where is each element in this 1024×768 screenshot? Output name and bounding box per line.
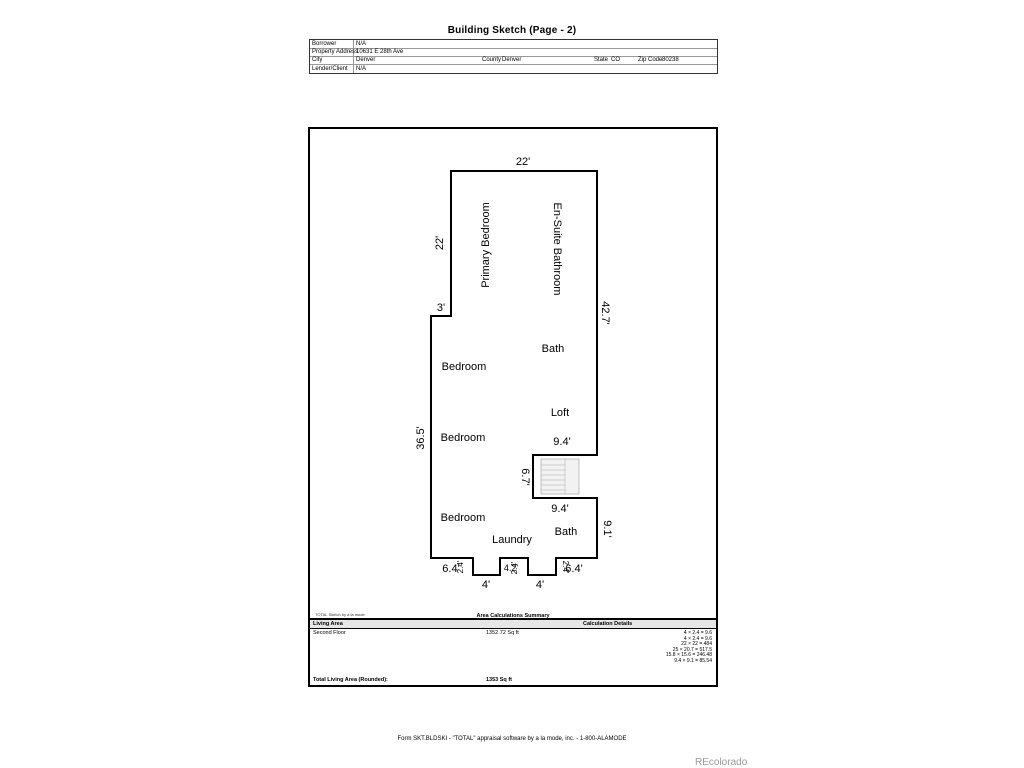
stair-treads — [541, 459, 566, 494]
room-loft: Loft — [551, 407, 569, 419]
dim-bay-left-width: 4' — [482, 579, 490, 591]
calc-line: 22 × 22 = 484 — [681, 641, 712, 648]
sketch-credit: TOTAL Sketch by a la mode — [315, 612, 365, 617]
state-value: CO — [611, 57, 620, 63]
dim-bay-left-depth: 2.4' — [456, 560, 465, 573]
city-value: Denver — [356, 57, 376, 63]
total-value: 1353 Sq ft — [486, 677, 512, 683]
room-bedroom-2: Bedroom — [441, 432, 486, 444]
county-label: County — [482, 57, 502, 63]
city-row: City Denver County Denver State CO Zip C… — [310, 56, 717, 65]
dim-bay-mid-depth: 2.4' — [510, 561, 519, 574]
lender-value: N/A — [356, 66, 367, 72]
borrower-row: Borrower N/A — [310, 40, 717, 49]
dim-stair-bottom: 9.4' — [551, 503, 568, 515]
zip-value: 80238 — [662, 57, 679, 63]
borrower-value: N/A — [356, 41, 367, 47]
summary-title: Area Calculations Summary — [476, 613, 550, 619]
dim-bay-mid-left: 4.2' — [504, 563, 519, 573]
room-bath-1: Bath — [542, 343, 565, 355]
floor-plan: Primary Bedroom En-Suite Bathroom Bath B… — [415, 156, 613, 591]
area-summary: Area Calculations Summary Living Area Ca… — [310, 613, 716, 685]
floor-area-value: 1352.72 Sq ft — [486, 630, 519, 636]
dim-bay-right-depth: 2.4' — [561, 561, 570, 574]
room-ensuite-bathroom: En-Suite Bathroom — [551, 203, 563, 296]
stairs-icon — [540, 458, 580, 495]
dim-stair-top: 9.4' — [553, 436, 570, 448]
city-label: City — [312, 57, 323, 63]
property-info-table: Borrower N/A Property Address 10631 E 28… — [309, 39, 718, 74]
dim-bay-right-width: 4' — [536, 579, 544, 591]
floor-plan-outline — [430, 170, 598, 576]
form-footer: Form SKT.BLDSKI - "TOTAL" appraisal soft… — [397, 736, 627, 742]
watermark: REcolorado — [695, 757, 748, 768]
calc-line: 4 × 2.4 = 9.6 — [683, 635, 712, 642]
col-calculation-details: Calculation Details — [583, 621, 633, 627]
address-label: Property Address — [312, 49, 359, 55]
page-title: Building Sketch (Page - 2) — [447, 25, 577, 36]
dim-left-upper: 22' — [434, 236, 446, 250]
floor-label: Second Floor — [313, 630, 346, 636]
calc-line: 9.4 × 9.1 = 85.54 — [674, 657, 712, 664]
address-row: Property Address 10631 E 28th Ave — [310, 48, 717, 57]
lender-row: Lender/Client N/A — [310, 65, 717, 73]
room-bedroom-1: Bedroom — [442, 361, 487, 373]
dim-left-lower: 36.5' — [415, 426, 427, 450]
sketch-frame — [308, 127, 718, 687]
dim-bottom-right: 6.4' — [565, 563, 582, 575]
total-label: Total Living Area (Rounded): — [313, 677, 388, 683]
dim-step: 3' — [437, 302, 445, 314]
borrower-label: Borrower — [312, 41, 337, 47]
dim-right-upper: 42.7' — [599, 301, 611, 325]
room-laundry: Laundry — [492, 534, 532, 546]
state-label: State — [594, 57, 609, 63]
lender-label: Lender/Client — [312, 66, 348, 72]
calc-line: 4 × 2.4 = 9.6 — [683, 630, 712, 636]
dim-top: 22' — [516, 156, 530, 168]
calc-line: 25 × 20.7 = 517.5 — [672, 646, 712, 653]
dim-bottom-left: 6.4' — [442, 563, 459, 575]
room-bedroom-3: Bedroom — [441, 512, 486, 524]
zip-label: Zip Code — [638, 57, 663, 63]
room-primary-bedroom: Primary Bedroom — [480, 202, 492, 288]
calculation-details: 4 × 2.4 = 9.6 4 × 2.4 = 9.6 22 × 22 = 48… — [665, 630, 712, 665]
address-value: 10631 E 28th Ave — [356, 49, 404, 55]
dim-stair-side: 6.7' — [519, 468, 531, 485]
county-value: Denver — [502, 57, 522, 63]
calc-line: 15.8 × 15.6 = 246.48 — [665, 652, 712, 659]
summary-header: Living Area Calculation Details — [310, 620, 716, 629]
room-bath-2: Bath — [555, 526, 578, 538]
col-living-area: Living Area — [313, 621, 343, 627]
dim-right-lower: 9.1' — [601, 520, 613, 537]
